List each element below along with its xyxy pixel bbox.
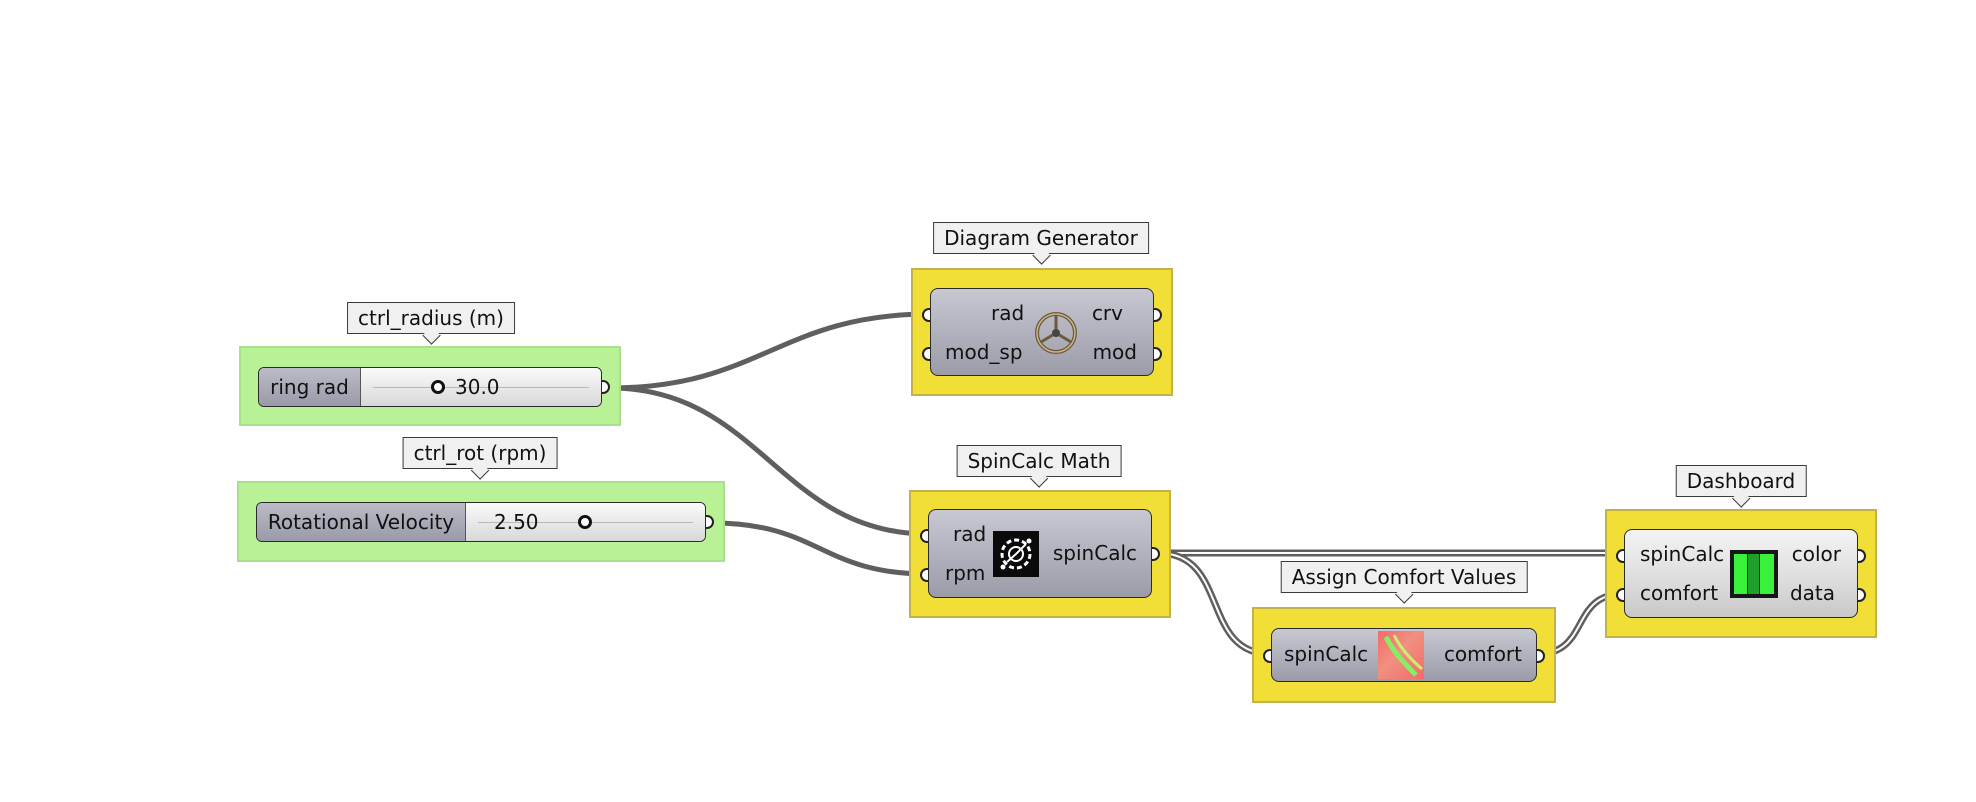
- diagram-output-grip-crv[interactable]: [1154, 308, 1162, 322]
- comfort-output-grip[interactable]: [1537, 649, 1545, 663]
- assign-comfort-component[interactable]: spinCalc comfort: [1263, 628, 1545, 682]
- dashboard-output-grip-color[interactable]: [1858, 549, 1866, 563]
- radius-slider-knob[interactable]: [431, 380, 445, 394]
- rotation-slider-name: Rotational Velocity: [257, 503, 466, 541]
- diagram-output-grip-mod[interactable]: [1154, 347, 1162, 361]
- spincalc-output-spincalc: spinCalc: [1052, 541, 1137, 565]
- wire-radius-to-diagram: [609, 311, 931, 391]
- radius-output-grip[interactable]: [602, 380, 610, 394]
- spincalc-math-component[interactable]: rad rpm spinCalc: [920, 509, 1160, 598]
- diagram-output-mod: mod: [1092, 340, 1137, 364]
- dashboard-output-color: color: [1791, 542, 1841, 566]
- diagram-input-mod_sp: mod_sp: [945, 340, 1023, 364]
- diagram-input-grip-mod_sp[interactable]: [922, 347, 930, 361]
- group-label-rotation: ctrl_rot (rpm): [402, 437, 558, 469]
- rotation-slider-track[interactable]: 2.50: [466, 503, 705, 541]
- radius-slider-ticks: [373, 387, 589, 388]
- diagram-input-grip-rad[interactable]: [922, 308, 930, 322]
- comfort-gradient-icon: [1378, 631, 1424, 679]
- wheel-spokes-icon: [1035, 312, 1077, 354]
- spincalc-input-rpm: rpm: [945, 561, 986, 585]
- spincalc-input-rad: rad: [953, 522, 987, 546]
- rotation-slider-knob[interactable]: [578, 515, 592, 529]
- diagram-generator-component[interactable]: rad mod_sp crv mod: [922, 288, 1162, 376]
- dashboard-bars-icon: [1730, 550, 1778, 598]
- dashboard-input-spincalc: spinCalc: [1640, 542, 1725, 566]
- dashboard-component[interactable]: spinCalc comfort color data: [1616, 529, 1866, 618]
- dashboard-input-grip-spincalc[interactable]: [1616, 549, 1624, 563]
- radius-slider[interactable]: ring rad 30.0: [258, 367, 610, 407]
- group-label-radius: ctrl_radius (m): [347, 302, 515, 334]
- comfort-output-comfort: comfort: [1443, 642, 1522, 666]
- rotation-slider[interactable]: Rotational Velocity 2.50: [256, 502, 714, 542]
- group-label-spincalc: SpinCalc Math: [956, 445, 1122, 477]
- radius-slider-value: 30.0: [455, 375, 500, 399]
- group-label-dashboard: Dashboard: [1675, 465, 1807, 497]
- comfort-input-grip[interactable]: [1263, 649, 1271, 663]
- wire-rotation-to-spincalc: [711, 520, 929, 577]
- comfort-input-spincalc: spinCalc: [1284, 642, 1369, 666]
- radius-slider-track[interactable]: 30.0: [361, 368, 601, 406]
- spincalc-input-grip-rpm[interactable]: [920, 568, 928, 582]
- diagram-output-crv: crv: [1091, 301, 1123, 325]
- spincalc-output-grip[interactable]: [1152, 547, 1160, 561]
- group-label-comfort: Assign Comfort Values: [1280, 561, 1528, 593]
- spin-gear-icon: [993, 531, 1039, 577]
- dashboard-input-comfort: comfort: [1640, 581, 1719, 605]
- dashboard-input-grip-comfort[interactable]: [1616, 588, 1624, 602]
- group-label-diagram: Diagram Generator: [933, 222, 1149, 254]
- dashboard-output-grip-data[interactable]: [1858, 588, 1866, 602]
- rotation-output-grip[interactable]: [706, 515, 714, 529]
- diagram-input-rad: rad: [991, 301, 1025, 325]
- dashboard-output-data: data: [1789, 581, 1835, 605]
- rotation-slider-value: 2.50: [494, 510, 539, 534]
- spincalc-input-grip-rad[interactable]: [920, 529, 928, 543]
- radius-slider-name: ring rad: [259, 368, 361, 406]
